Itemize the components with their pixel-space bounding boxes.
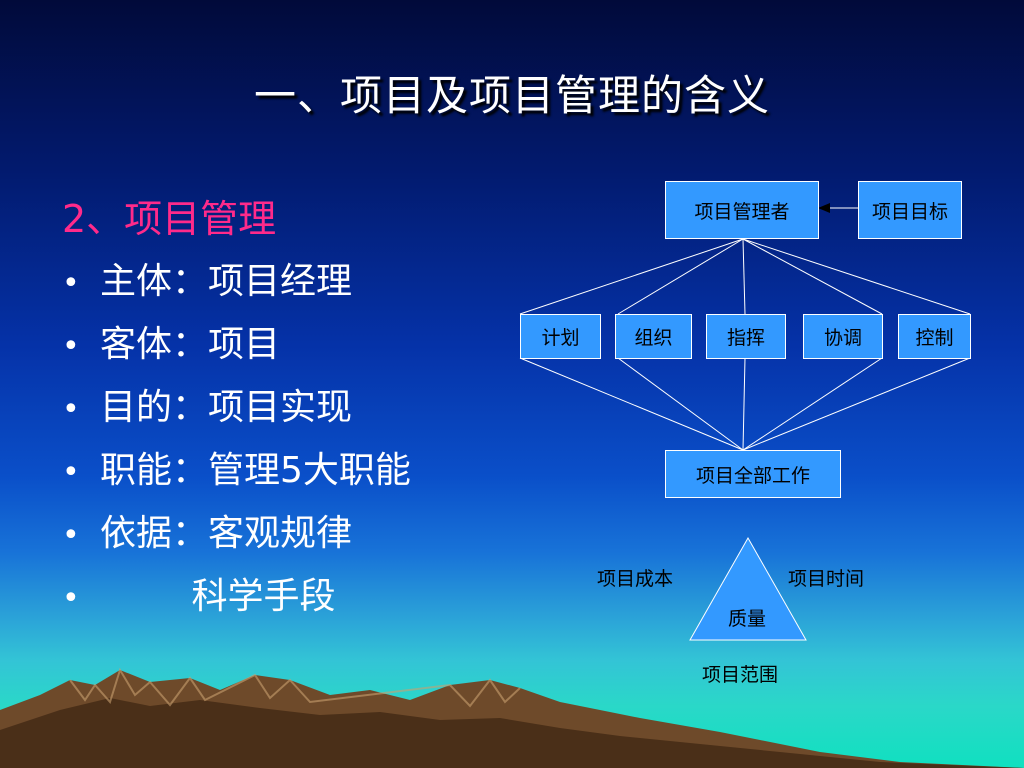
bullet-item: • 职能：管理5大职能 <box>62 441 411 504</box>
function-plan-box: 计划 <box>520 314 601 359</box>
quality-triangle <box>689 536 807 641</box>
bullet-text: 主体：项目经理 <box>100 261 353 302</box>
triangle-label-scope: 项目范围 <box>702 664 779 686</box>
goal-box: 项目目标 <box>858 181 962 239</box>
triangle-label-cost: 项目成本 <box>597 568 674 590</box>
bullet-item: • 客体：项目 <box>62 315 411 378</box>
all-work-box: 项目全部工作 <box>665 450 841 498</box>
bullet-marker: • <box>62 455 80 490</box>
mountain-landscape <box>0 667 1024 768</box>
function-coordinate-box: 协调 <box>803 314 883 359</box>
connector-line <box>519 238 744 315</box>
connector-line <box>742 238 971 315</box>
bullet-text: 客体：项目 <box>100 324 281 365</box>
connector-line <box>519 357 744 451</box>
connector-line <box>742 357 746 451</box>
bullet-marker: • <box>62 581 80 616</box>
triangle-label-quality: 质量 <box>728 608 767 630</box>
bullet-item: • 目的：项目实现 <box>62 378 411 441</box>
manager-box: 项目管理者 <box>665 181 819 239</box>
bullet-text: 职能：管理5大职能 <box>100 450 411 491</box>
bullet-marker: • <box>62 518 80 553</box>
connector-line <box>617 357 744 451</box>
connector-line <box>617 238 744 315</box>
bullet-text: 依据：客观规律 <box>100 513 353 554</box>
connector-line <box>742 357 971 451</box>
function-control-box: 控制 <box>898 314 971 359</box>
bullet-item: • 依据：客观规律 <box>62 504 411 567</box>
bullet-item: • 科学手段 <box>62 567 411 630</box>
bullet-marker: • <box>62 329 80 364</box>
bullet-marker: • <box>62 266 80 301</box>
function-direct-box: 指挥 <box>706 314 786 359</box>
section-heading: 2、项目管理 <box>62 197 277 241</box>
connector-line <box>742 238 746 315</box>
bullet-marker: • <box>62 392 80 427</box>
slide-title: 一、项目及项目管理的含义 <box>253 71 770 120</box>
bullet-list: • 主体：项目经理 • 客体：项目 • 目的：项目实现 • 职能：管理5大职能 • 依据：… <box>62 252 411 630</box>
arrow-head <box>818 203 830 213</box>
triangle-label-time: 项目时间 <box>788 568 865 590</box>
bullet-item: • 主体：项目经理 <box>62 252 411 315</box>
connector-line <box>742 357 883 451</box>
bullet-text: 科学手段 <box>100 576 336 617</box>
connector-line <box>742 238 883 315</box>
bullet-text: 目的：项目实现 <box>100 387 353 428</box>
function-organize-box: 组织 <box>615 314 692 359</box>
